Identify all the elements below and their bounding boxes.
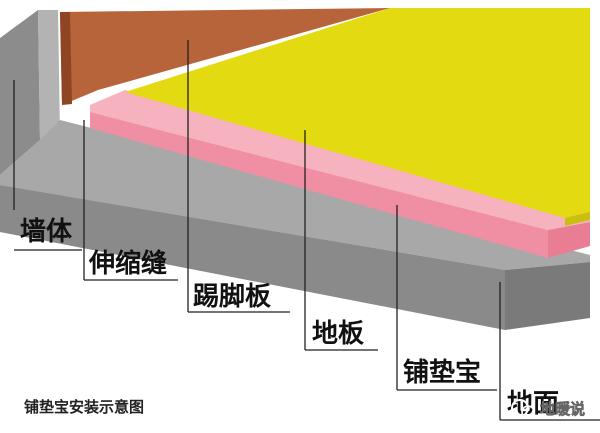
- watermark-text: 地暖说: [540, 400, 585, 418]
- underlay-layer-front: [90, 112, 548, 258]
- ground-slab-top: [0, 120, 590, 270]
- wall-inner-edge: [38, 10, 60, 140]
- skirting-board-side: [60, 12, 72, 105]
- diagram-caption: 铺垫宝安装示意图: [24, 398, 144, 416]
- label-expansion-joint: 伸缩缝: [88, 248, 167, 279]
- skirting-board-front: [60, 8, 390, 105]
- label-floor: 地板: [312, 319, 364, 349]
- underlay-layer-side: [548, 222, 590, 258]
- ground-slab-side: [505, 262, 590, 330]
- label-skirting: 踢脚板: [193, 282, 271, 312]
- underlay-layer-top: [90, 90, 590, 230]
- leader-lines: [13, 40, 600, 421]
- wechat-icon-inner: [521, 405, 535, 419]
- floor-layer-edge: [565, 212, 590, 226]
- watermark: 地暖说: [511, 399, 585, 419]
- ground-slab-front: [0, 185, 505, 330]
- label-underlay: 铺垫宝: [403, 357, 481, 388]
- label-wall: 墙体: [20, 217, 73, 247]
- floor-layer: [125, 8, 590, 218]
- wechat-icon: [511, 399, 529, 417]
- wall-vertical: [0, 10, 40, 175]
